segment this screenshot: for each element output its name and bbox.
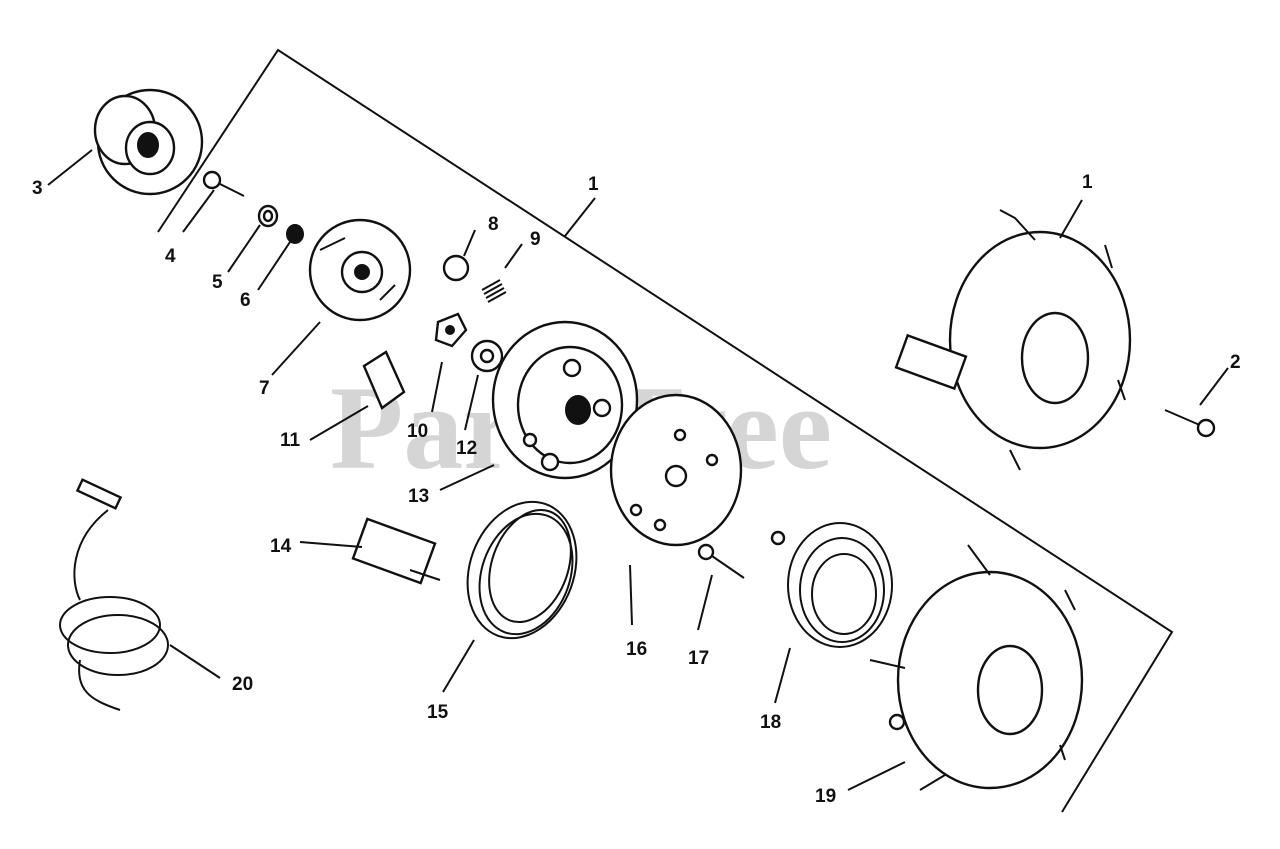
callout-17: 17 [688,648,709,669]
part-9-spring[interactable] [481,279,507,303]
part-18-recoil-spring[interactable] [770,522,893,648]
callout-2: 2 [1230,352,1241,373]
callout-8: 8 [488,214,499,235]
callout-5: 5 [212,272,223,293]
assembly-bracket [157,48,1174,813]
part-1-starter-assembly[interactable] [894,209,1132,471]
callout-15: 15 [427,702,449,723]
part-12-washer[interactable] [470,339,504,373]
part-11-clip[interactable] [362,350,406,410]
callout-20: 20 [232,674,253,695]
callout-4: 4 [165,246,176,267]
part-14-handle[interactable] [351,517,441,585]
part-8-bushing[interactable] [442,254,470,282]
callout-12: 12 [456,438,477,459]
part-16-plate[interactable] [609,393,743,547]
callout-13: 13 [408,486,429,507]
part-17-screw[interactable] [697,543,745,579]
part-15-rope[interactable] [449,486,595,653]
callout-6: 6 [240,290,251,311]
callout-9: 9 [530,229,541,250]
callout-10: 10 [407,421,428,442]
leader-lines [47,149,1229,791]
callout-7: 7 [259,378,270,399]
part-10-pawl[interactable] [434,312,468,348]
callout-19: 19 [815,786,836,807]
part-13-pulley[interactable] [491,320,639,480]
callout-14: 14 [270,536,292,557]
part-6-nut[interactable] [286,224,304,244]
part-7-pawl-housing[interactable] [308,218,412,322]
callout-18: 18 [760,712,781,733]
callout-1-starter: 1 [1082,172,1093,193]
part-2-bolt[interactable] [1164,409,1216,438]
callout-16: 16 [626,639,647,660]
part-4-screw[interactable] [202,170,245,197]
callout-11: 11 [280,430,301,451]
callout-labels: 1 1 2 3 4 5 6 7 8 9 10 11 12 13 14 15 16… [32,172,1241,807]
part-20-wire-harness[interactable] [59,478,169,711]
callout-1-assembly: 1 [588,174,599,195]
part-3-drive-cup[interactable] [93,88,204,196]
part-5-washer[interactable] [257,204,279,228]
part-19-housing[interactable] [869,544,1084,791]
callout-3: 3 [32,178,43,199]
